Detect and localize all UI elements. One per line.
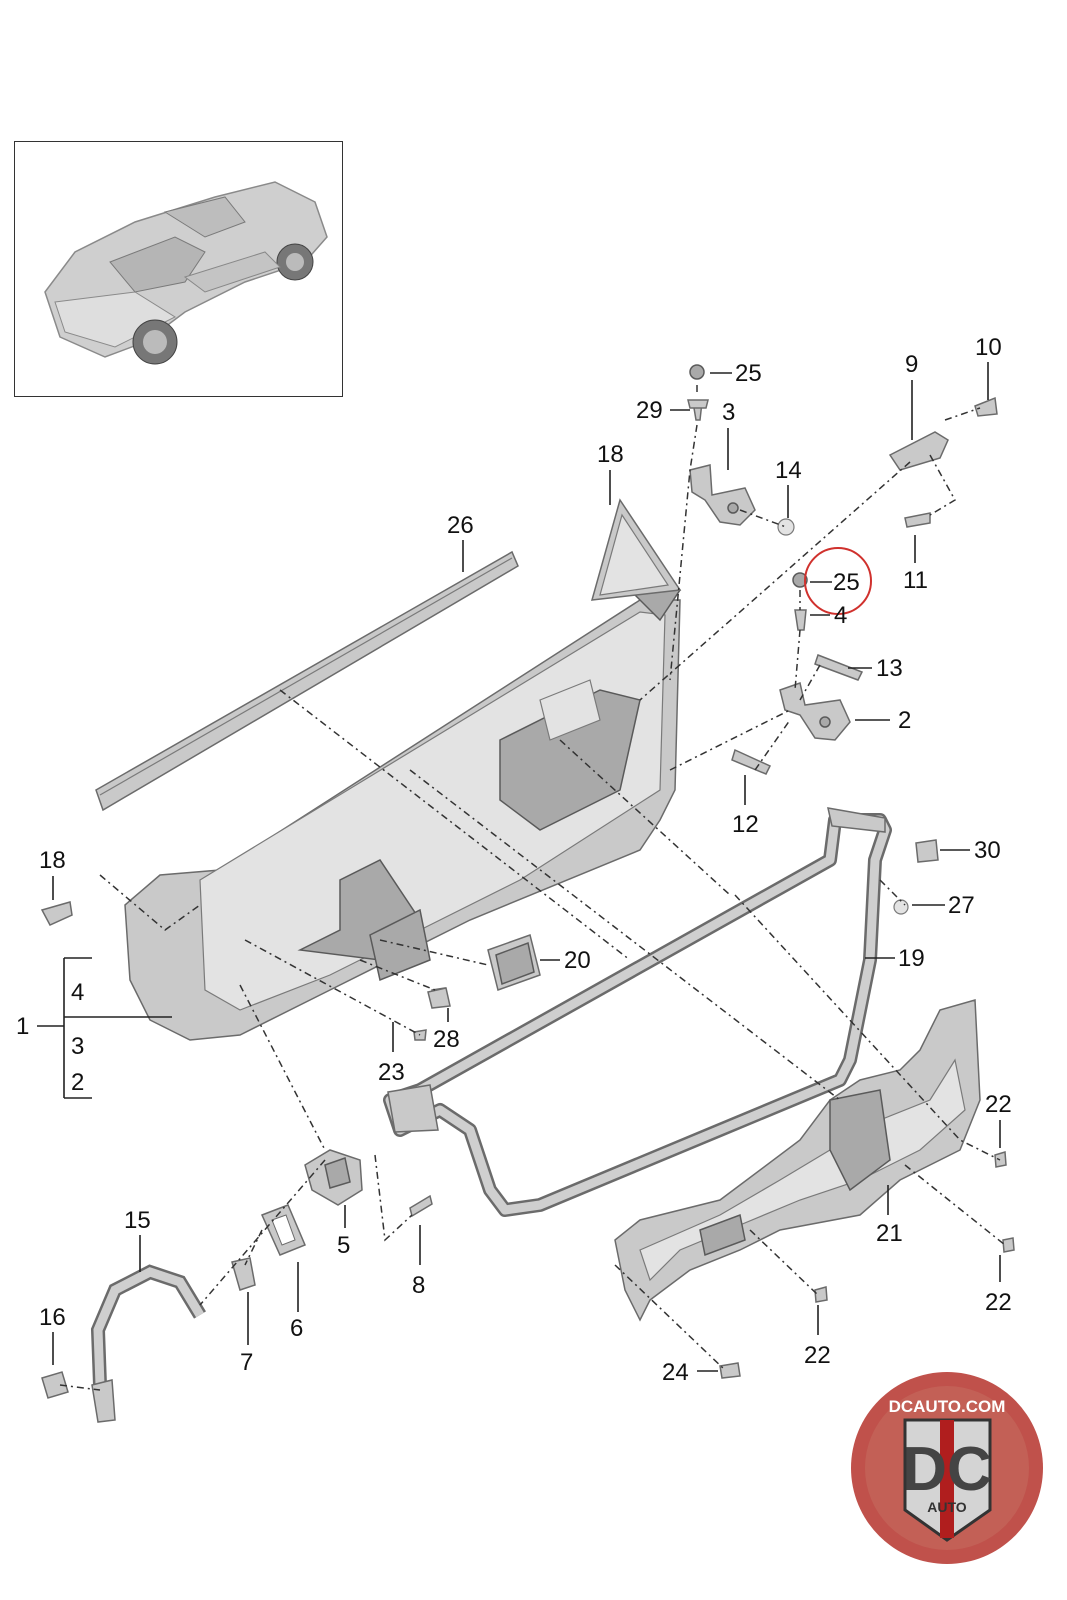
- callout-12: 12: [732, 811, 759, 838]
- part-19-door-seal: [383, 807, 892, 1217]
- car-thumbnail-illustration: [44, 181, 328, 365]
- callout-13: 13: [876, 655, 903, 682]
- part-16-clip: [41, 1371, 69, 1399]
- part-18-mirror-triangle: [590, 498, 682, 601]
- callout-labels: 25 29 3 14 9 10 11 25 4 13 2 12 18 26 18…: [16, 334, 1012, 1386]
- callout-21: 21: [876, 1220, 903, 1247]
- callout-15: 15: [124, 1207, 151, 1234]
- callout-10: 10: [975, 334, 1002, 361]
- part-30-pad: [915, 839, 939, 863]
- callout-20: 20: [564, 947, 591, 974]
- callout-24: 24: [662, 1359, 689, 1386]
- highlight-circle: [804, 547, 872, 615]
- callout-16: 16: [39, 1304, 66, 1331]
- callout-7: 7: [240, 1349, 253, 1376]
- part-26-window-seal: [95, 550, 519, 812]
- logo-word: AUTO: [927, 1499, 967, 1515]
- part-3-upper-hinge: [689, 464, 756, 526]
- callout-9: 9: [905, 351, 918, 378]
- callout-1-sub-4: 4: [71, 979, 84, 1006]
- part-6-striker-plate: [260, 1204, 306, 1256]
- callout-25-circled: 25: [833, 569, 860, 596]
- callout-6: 6: [290, 1315, 303, 1342]
- part-7-bracket: [231, 1257, 256, 1291]
- callout-11: 11: [903, 567, 928, 594]
- callout-23: 23: [378, 1059, 405, 1086]
- part-2-lower-hinge: [779, 682, 851, 741]
- callout-26: 26: [447, 512, 474, 539]
- part-5-striker: [304, 1149, 363, 1206]
- callout-27: 27: [948, 892, 975, 919]
- callout-22-a: 22: [985, 1091, 1012, 1118]
- callout-1-sub-3: 3: [71, 1033, 84, 1060]
- callout-25-top: 25: [735, 360, 762, 387]
- callout-5: 5: [337, 1232, 350, 1259]
- callout-3: 3: [722, 399, 735, 426]
- logo-initials: DC: [902, 1435, 992, 1504]
- part-20-vent: [487, 934, 541, 991]
- logo-site-text: DCAUTO.COM: [889, 1397, 1006, 1416]
- part-21-inner-panel: [614, 999, 981, 1322]
- callout-1: 1: [16, 1013, 29, 1040]
- callout-22-c: 22: [804, 1342, 831, 1369]
- part-28-clip: [427, 987, 451, 1009]
- callout-8: 8: [412, 1272, 425, 1299]
- callout-leader-lines: [37, 362, 1001, 1372]
- callout-29: 29: [636, 397, 663, 424]
- dashed-assembly-lines: [59, 385, 1006, 1391]
- callout-28: 28: [433, 1026, 460, 1053]
- callout-19: 19: [898, 945, 925, 972]
- callout-22-b: 22: [985, 1289, 1012, 1316]
- callout-2: 2: [898, 707, 911, 734]
- callout-18-top: 18: [597, 441, 624, 468]
- callout-30: 30: [974, 837, 1001, 864]
- callout-14: 14: [775, 457, 802, 484]
- vehicle-thumbnail-frame: [14, 141, 343, 397]
- part-9-check-strap: [888, 431, 949, 471]
- dcauto-watermark-logo: DCAUTO.COM DC AUTO: [851, 1372, 1043, 1564]
- part-1-door-shell: [124, 564, 681, 1041]
- callout-4: 4: [834, 602, 847, 629]
- callout-18-left: 18: [39, 847, 66, 874]
- callout-1-sub-2: 2: [71, 1069, 84, 1096]
- part-15-bracket: [90, 1264, 206, 1423]
